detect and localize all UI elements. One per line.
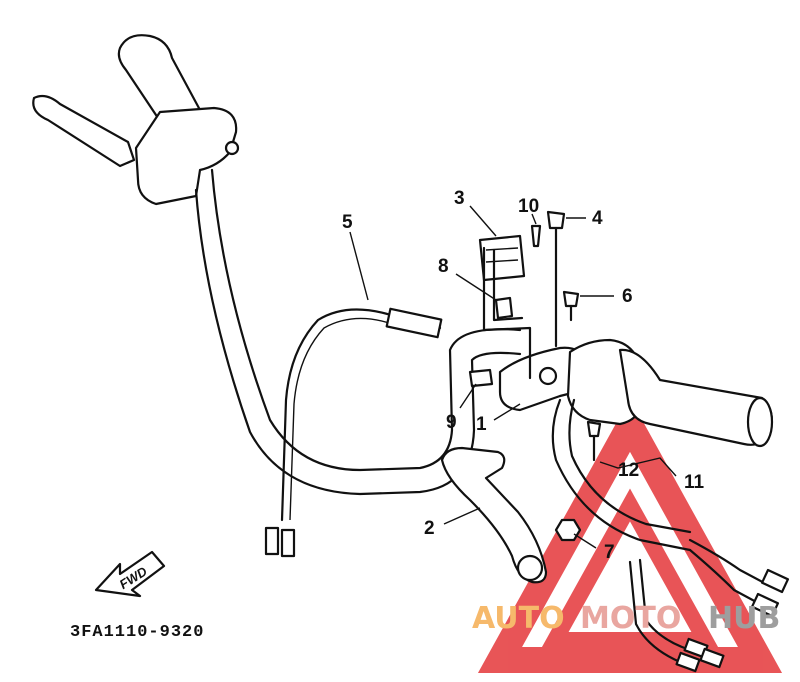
wiring-harness xyxy=(551,398,790,673)
callout-7: 7 xyxy=(604,542,615,563)
lever-holder xyxy=(468,234,586,412)
watermark-logo-text: AUTO MOTO HUB xyxy=(472,601,780,636)
callout-1: 1 xyxy=(476,414,487,435)
leader-lines xyxy=(349,205,677,549)
callout-10: 10 xyxy=(518,196,539,217)
callout-labels: 1 2 3 4 5 6 7 8 9 10 11 12 xyxy=(342,188,705,563)
callout-3: 3 xyxy=(454,188,465,209)
callout-12: 12 xyxy=(618,460,639,481)
callout-9: 9 xyxy=(446,412,457,433)
right-grip xyxy=(566,338,774,448)
callout-4: 4 xyxy=(592,208,603,229)
part-code: 3FA1110-9320 xyxy=(70,623,204,642)
forward-direction-arrow: FWD xyxy=(94,550,166,598)
watermark-auto: AUTO xyxy=(472,601,565,636)
watermark-moto: MOTO xyxy=(580,601,681,636)
clutch-lever xyxy=(440,446,548,584)
callout-11: 11 xyxy=(684,472,705,493)
clutch-cable xyxy=(264,307,443,558)
callout-5: 5 xyxy=(342,212,353,233)
watermark-hub: HUB xyxy=(708,601,780,636)
handlebar xyxy=(32,34,522,496)
fasteners xyxy=(530,210,602,542)
callout-8: 8 xyxy=(438,256,449,277)
callout-2: 2 xyxy=(424,518,435,539)
callout-6: 6 xyxy=(622,286,633,307)
